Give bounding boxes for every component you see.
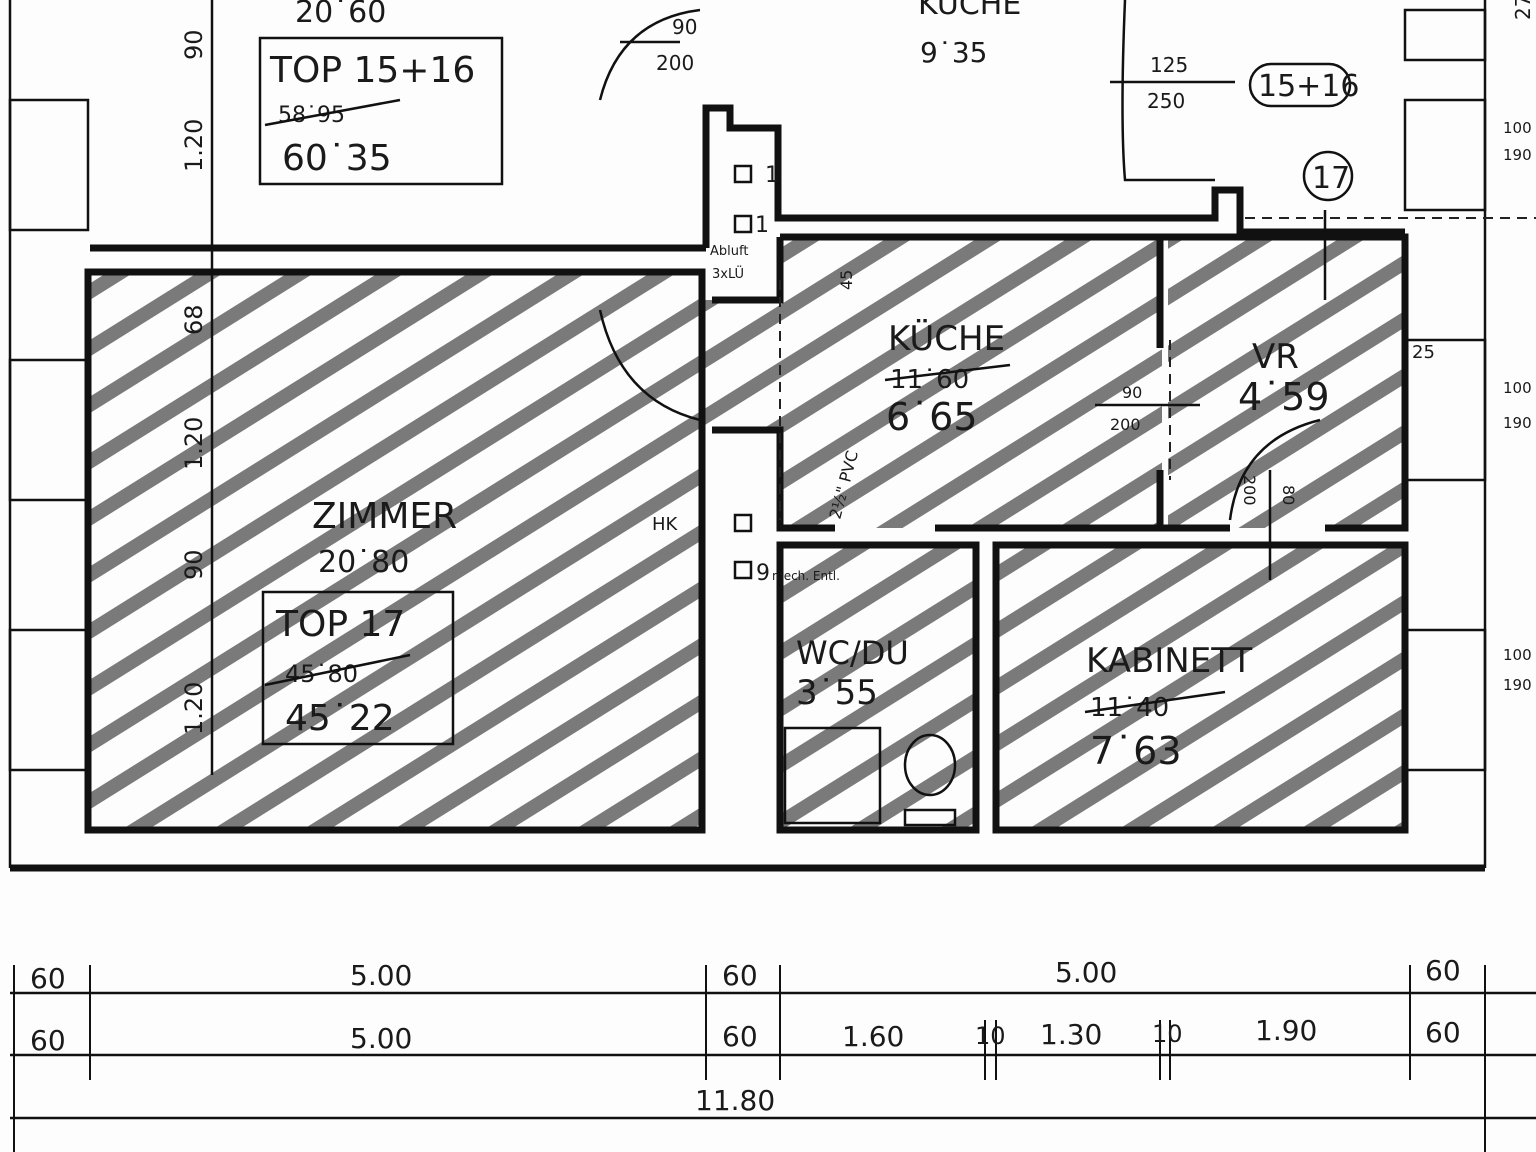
zimmer-area: 20˙80 [318, 545, 409, 580]
dim-row1-0: 60 [30, 962, 66, 995]
kabinett-label: KABINETT [1086, 641, 1252, 681]
mech-note: mech. Entl. [772, 569, 840, 583]
hk-note: HK [652, 514, 679, 535]
window-1-width: 100 [1503, 119, 1532, 137]
kueche-area: 6˙65 [886, 395, 978, 439]
upper-dim-120: 1.20 [180, 119, 208, 172]
left-dim-90: 90 [180, 549, 208, 580]
kabinett-old-area: 11˙40 [1090, 693, 1169, 723]
window-1-height: 190 [1503, 146, 1532, 164]
dim-row2-6: 10 [1152, 1020, 1183, 1048]
dim-row2-2: 60 [722, 1020, 758, 1053]
wc-du-area: 3˙55 [796, 673, 878, 713]
door-k-width: 90 [1122, 383, 1142, 402]
abluft-note-2: 3xLÜ [712, 265, 744, 282]
upper-unit: 20˙60 KÜCHE 9˙35 TOP 15+16 58˙95 60˙35 9… [180, 0, 1359, 238]
unit-17: 17 ZIMMER 20˙80 TOP 17 45˙80 45˙22 KÜCHE… [180, 0, 1535, 775]
dimension-lines: 60 5.00 60 5.00 60 60 5.00 60 1.60 10 1.… [10, 954, 1536, 1152]
unit-marker-15-16: 15+16 [1258, 69, 1359, 104]
room-vr [1168, 238, 1404, 528]
kabinett-area: 7˙63 [1090, 729, 1182, 773]
door-left-height: 200 [656, 51, 694, 75]
window-3-height: 190 [1503, 676, 1532, 694]
dim-25: 25 [1412, 342, 1435, 363]
unit-17-title: TOP 17 [275, 604, 405, 645]
wc-du-label: WC/DU [796, 634, 909, 672]
door-right-width: 125 [1150, 53, 1188, 77]
left-dim-68: 68 [180, 304, 208, 335]
shaft-label-2: 1 [755, 213, 769, 238]
room-corridor [702, 300, 782, 430]
dim-total: 11.80 [695, 1084, 775, 1117]
vr-label: VR [1252, 337, 1299, 377]
abluft-note: Abluft [710, 244, 748, 259]
unit-15-16-title: TOP 15+16 [269, 50, 475, 91]
right-top-dim: 275 [1511, 0, 1535, 20]
upper-room-area: 20˙60 [295, 0, 386, 30]
window-2-width: 100 [1503, 379, 1532, 397]
unit-17-area: 45˙22 [285, 698, 395, 739]
zimmer-label: ZIMMER [312, 496, 457, 537]
shaft-label-1: 1 [765, 163, 779, 188]
kueche-old-area: 11˙60 [890, 365, 969, 395]
dim-row2-1: 5.00 [350, 1022, 412, 1055]
door-vr-height: 200 [1240, 475, 1259, 506]
door-right-height: 250 [1147, 89, 1185, 113]
door-left-width: 90 [672, 15, 697, 39]
unit-15-16-area: 60˙35 [282, 138, 392, 179]
dim-row2-7: 1.90 [1255, 1014, 1317, 1047]
dim-row2-5: 1.30 [1040, 1018, 1102, 1051]
dim-row1-1: 5.00 [350, 959, 412, 992]
unit-marker-17: 17 [1312, 161, 1350, 196]
hatched-rooms [90, 238, 1404, 830]
room-kabinett [996, 548, 1404, 830]
dim-row2-3: 1.60 [842, 1020, 904, 1053]
window-2-height: 190 [1503, 414, 1532, 432]
shaft-9-label: 9 [756, 561, 770, 586]
upper-kitchen-label: KÜCHE [918, 0, 1021, 22]
dim-row1-2: 60 [722, 959, 758, 992]
upper-kitchen-area: 9˙35 [920, 36, 987, 69]
room-kueche [782, 238, 1162, 528]
upper-dim-90: 90 [180, 29, 208, 60]
left-dim-120b: 1.20 [180, 682, 208, 735]
dim-row2-8: 60 [1425, 1016, 1461, 1049]
door-k-height: 200 [1110, 415, 1141, 434]
dim-row2-4: 10 [975, 1022, 1006, 1050]
window-3-width: 100 [1503, 646, 1532, 664]
dim-row1-3: 5.00 [1055, 956, 1117, 989]
dim-45: 45 [837, 270, 856, 290]
walls [8, 0, 1536, 872]
left-dim-120a: 1.20 [180, 417, 208, 470]
door-vr-width: 80 [1279, 485, 1298, 505]
vr-area: 4˙59 [1238, 375, 1330, 419]
dim-row1-4: 60 [1425, 954, 1461, 987]
kueche-label: KÜCHE [888, 318, 1005, 359]
room-zimmer [90, 272, 702, 830]
dim-row2-0: 60 [30, 1024, 66, 1057]
